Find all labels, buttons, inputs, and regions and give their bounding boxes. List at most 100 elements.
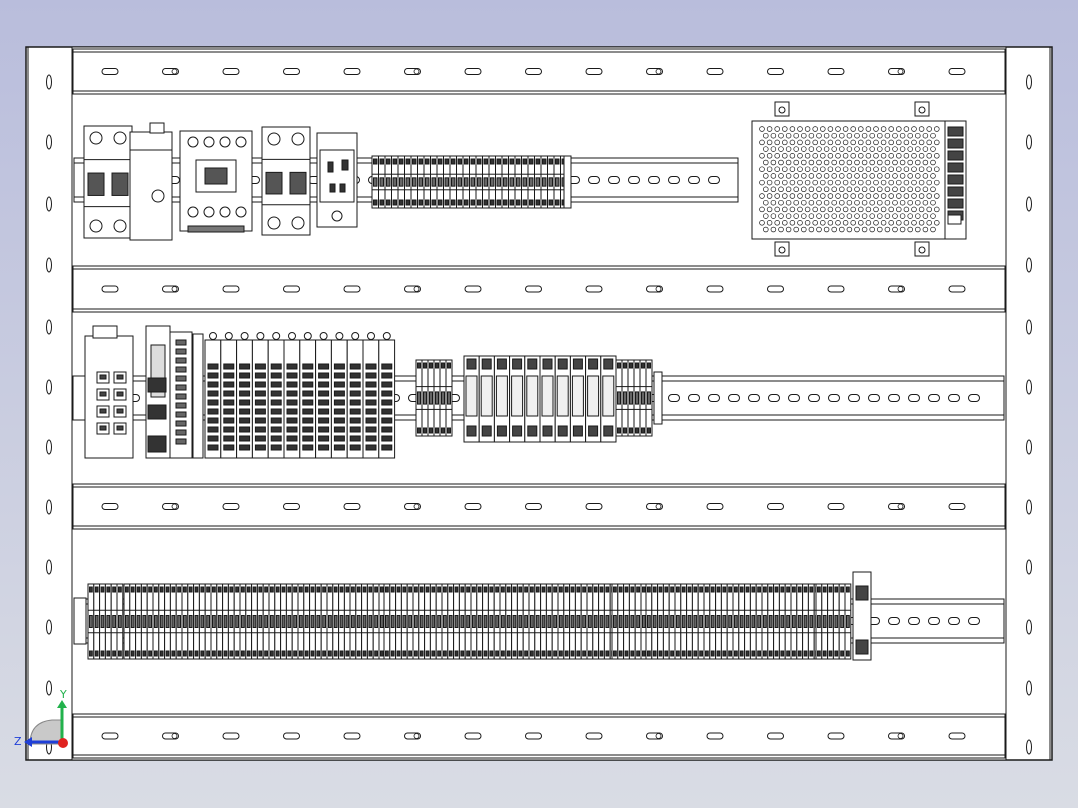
terminal-screw-top [809,586,814,593]
terminal-screw-bottom [506,650,511,657]
contactor-terminal-icon [187,136,199,148]
io-module-group [204,332,396,459]
terminal-block [627,359,635,437]
terminal-screw-top [304,586,309,593]
io-terminal [349,426,361,433]
terminal-block [545,583,553,660]
terminal-block [326,583,334,660]
plc-led [175,339,187,346]
terminal-block [445,359,453,437]
psu-vent-hole [774,220,780,226]
psu-vent-hole [930,173,936,179]
din-rail-slot [928,617,940,625]
relay-coil [587,375,600,417]
terminal-marker [664,615,669,628]
terminal-block [623,583,630,660]
psu-vent-hole [763,173,769,179]
terminal-screw-bottom [188,650,193,657]
psu-vent-hole [846,132,853,139]
io-terminal [223,435,235,442]
psu-vent-hole [903,206,910,213]
terminal-marker [652,615,657,628]
breaker-screw-icon [291,216,305,230]
terminal-screw-bottom [425,650,430,657]
terminal-block [551,583,559,660]
psu-vent-hole [793,159,799,166]
psu-vent-hole [839,173,845,179]
relay-coil [511,375,524,417]
psu-vent-hole [842,126,849,132]
io-terminal [254,435,266,442]
terminal-screw-top [722,586,727,593]
io-module [204,332,222,459]
psu-vent-hole [877,132,883,139]
terminal-block [633,359,641,437]
terminal-screw-top [425,158,430,165]
terminal-marker [374,615,379,628]
psu-vent-hole [816,173,822,179]
terminal-screw-top [564,586,569,593]
y-axis-label: Y [59,688,67,701]
terminal-screw-top [177,586,181,593]
terminal-screw-top [797,586,802,593]
terminal-marker [246,615,251,628]
terminal-marker [460,615,465,628]
io-terminal [270,408,282,415]
terminal-marker [623,391,627,405]
psu-vent-hole [839,226,845,233]
psu-vent-hole [858,193,864,199]
terminal-block [389,583,397,660]
io-module-latch-icon [367,332,375,340]
terminal-screw-top [535,158,540,165]
terminal-screw-bottom [402,650,407,657]
terminal-screw-bottom [431,650,436,657]
terminal-screw-top [356,586,361,593]
terminal-marker [333,615,338,628]
psu-vent-hole [816,146,822,152]
terminal-marker [217,615,222,628]
io-terminal [302,390,314,397]
breaker-screw-icon [267,216,281,230]
psu-vent-hole [789,193,796,199]
ethernet-switch [72,325,134,459]
terminal-screw-bottom [435,427,439,434]
psu-vent-hole [865,220,872,226]
io-terminal [318,417,330,424]
terminal-screw-top [200,586,205,593]
psu-vent-hole [789,179,796,186]
terminal-marker [200,615,205,628]
terminal-marker [676,615,680,628]
io-terminal [381,381,393,388]
psu-vent-hole [774,139,780,146]
io-terminal [318,363,330,370]
din-rail-slot [688,394,700,402]
terminal-marker [408,615,413,628]
terminal-screw-top [792,586,796,593]
terminal-screw-top [676,586,680,593]
terminal-marker [722,615,727,628]
psu-vent-hole [827,193,834,199]
io-terminal [207,417,219,424]
terminal-screw-top [328,586,332,593]
psu-vent-hole [858,220,864,226]
terminal-screw-bottom [368,650,373,657]
relay-module [569,355,587,443]
psu-vent-hole [865,193,872,199]
terminal-screw-bottom [441,427,445,434]
psu-vent-hole [804,166,811,172]
io-module-latch-icon [272,332,281,340]
terminal-block-group [349,583,386,660]
psu-terminal [947,198,964,209]
psu-vent-hole [793,132,799,139]
terminal-marker [786,615,791,628]
psu-mount-hole [918,106,926,114]
ethernet-port-latch [116,391,124,397]
terminal-block [158,583,166,660]
terminal-screw-top [588,586,592,593]
terminal-screw-top [518,586,523,593]
terminal-block [421,359,429,437]
terminal-marker [451,177,456,187]
terminal-block [511,583,518,660]
